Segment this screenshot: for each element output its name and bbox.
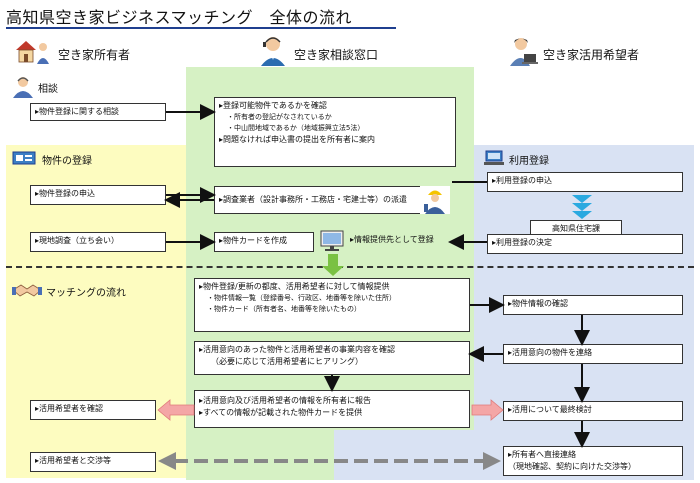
final-review-box: ▸活用について最終検討 [503,401,683,421]
consult-center-line-1: ▸登録可能物件であるかを確認 [219,101,327,110]
consult-center-line-4: ▸問題なければ申込書の提出を所有者に案内 [219,135,376,144]
blue-down-arrows [572,195,592,219]
computer-icon [318,229,346,253]
final-review-text: ▸活用について最終検討 [508,405,592,414]
consult-owner-box: ▸物件登録に関する相談 [30,103,166,121]
consult-owner-text: ▸物件登録に関する相談 [35,107,120,116]
confirm-plan-line-1: ▸活用意向のあった物件と活用希望者の事業内容を確認 [199,345,396,354]
user-column-header: 空き家活用希望者 [543,48,640,62]
info-provide-box: ▸物件登録/更新の都度、活用希望者に対して情報提供 ・物件情報一覧（登録番号、行… [194,278,470,332]
report-box: ▸活用意向及び活用希望者の情報を所有者に報告 ▸すべての情報が記載された物件カー… [194,390,470,428]
owner-column-header: 空き家所有者 [58,48,131,62]
direct-contact-line-2: （現地確認、契約に向けた交渉等） [508,462,636,471]
user-check-box: ▸物件情報の確認 [503,295,683,315]
field-survey-text: ▸現地調査（立ち会い） [35,236,120,245]
info-register-text: ▸情報提供先として登録 [350,235,434,244]
property-reg-icon [12,151,36,165]
info-provide-line-3: ・物件カード（所有者名、地番等を除いたもの） [207,305,361,313]
section-user-reg: 利用登録 [509,156,549,167]
user-contact-box: ▸活用意向の物件を連絡 [503,344,683,364]
consult-center-line-2: ・所有者の登記がなされているか [227,113,332,121]
consult-center-box: ▸登録可能物件であるかを確認 ・所有者の登記がなされているか ・中山間地域である… [214,97,456,167]
center-column-header: 空き家相談窓口 [294,48,379,62]
green-down-arrow [322,254,344,276]
reg-apply-text: ▸物件登録の申込 [35,189,96,198]
consult-center-line-3: ・中山間地域であるか（地域振興立法5法） [227,124,365,132]
field-survey-box: ▸現地調査（立ち会い） [30,232,166,252]
user-check-text: ▸物件情報の確認 [508,299,569,308]
survey-dispatch-box: ▸調査業者（設計事務所・工務店・宅建士等）の派遣 [214,186,450,214]
owner-negotiate-text: ▸活用希望者と交渉等 [35,456,112,465]
owner-negotiate-box: ▸活用希望者と交渉等 [30,452,156,472]
user-decide-text: ▸利用登録の決定 [492,238,553,247]
page-title: 高知県空き家ビジネスマッチング 全体の流れ [6,8,353,27]
user-lower-band [334,430,474,480]
owner-confirm-box: ▸活用希望者を確認 [30,400,156,420]
center-lower-band [186,430,334,480]
pink-arrow-left [157,399,195,421]
direct-contact-line-1: ▸所有者へ直接連絡 [508,450,577,459]
worker-icon [420,186,450,214]
card-create-text: ▸物件カードを作成 [219,236,288,245]
report-line-2: ▸すべての情報が記載された物件カードを提供 [199,408,363,417]
laptop-person-icon [508,34,538,66]
section-matching: マッチングの流れ [46,288,126,299]
house-person-icon [12,38,52,66]
user-apply-box: ▸利用登録の申込 [487,172,683,192]
info-provide-line-2: ・物件情報一覧（登録番号、行政区、地番等を除いた住所） [207,294,396,302]
operator-icon [258,34,288,66]
info-provide-line-1: ▸物件登録/更新の都度、活用希望者に対して情報提供 [199,282,390,291]
survey-dispatch-text: ▸調査業者（設計事務所・工務店・宅建士等）の派遣 [219,195,408,204]
report-line-1: ▸活用意向及び活用希望者の情報を所有者に報告 [199,396,372,405]
info-register-box: ▸情報提供先として登録 [346,232,450,252]
section-property-reg: 物件の登録 [42,156,92,167]
title-underline [6,27,396,29]
matching-handshake-icon [12,282,42,298]
section-divider [6,266,694,268]
kochi-office-text: 高知県住宅課 [552,224,600,233]
pink-arrow-right [471,399,504,421]
section-consult: 相談 [38,84,58,95]
user-contact-text: ▸活用意向の物件を連絡 [508,348,593,357]
user-apply-text: ▸利用登録の申込 [492,176,553,185]
user-reg-icon [484,150,504,166]
owner-confirm-text: ▸活用希望者を確認 [35,404,104,413]
confirm-plan-line-2: （必要に応じて活用希望者にヒアリング） [211,357,363,366]
user-decide-box: ▸利用登録の決定 [487,234,683,254]
confirm-plan-box: ▸活用意向のあった物件と活用希望者の事業内容を確認 （必要に応じて活用希望者にヒ… [194,341,470,375]
consult-person-icon [12,76,34,98]
direct-contact-box: ▸所有者へ直接連絡 （現地確認、契約に向けた交渉等） [503,446,683,476]
